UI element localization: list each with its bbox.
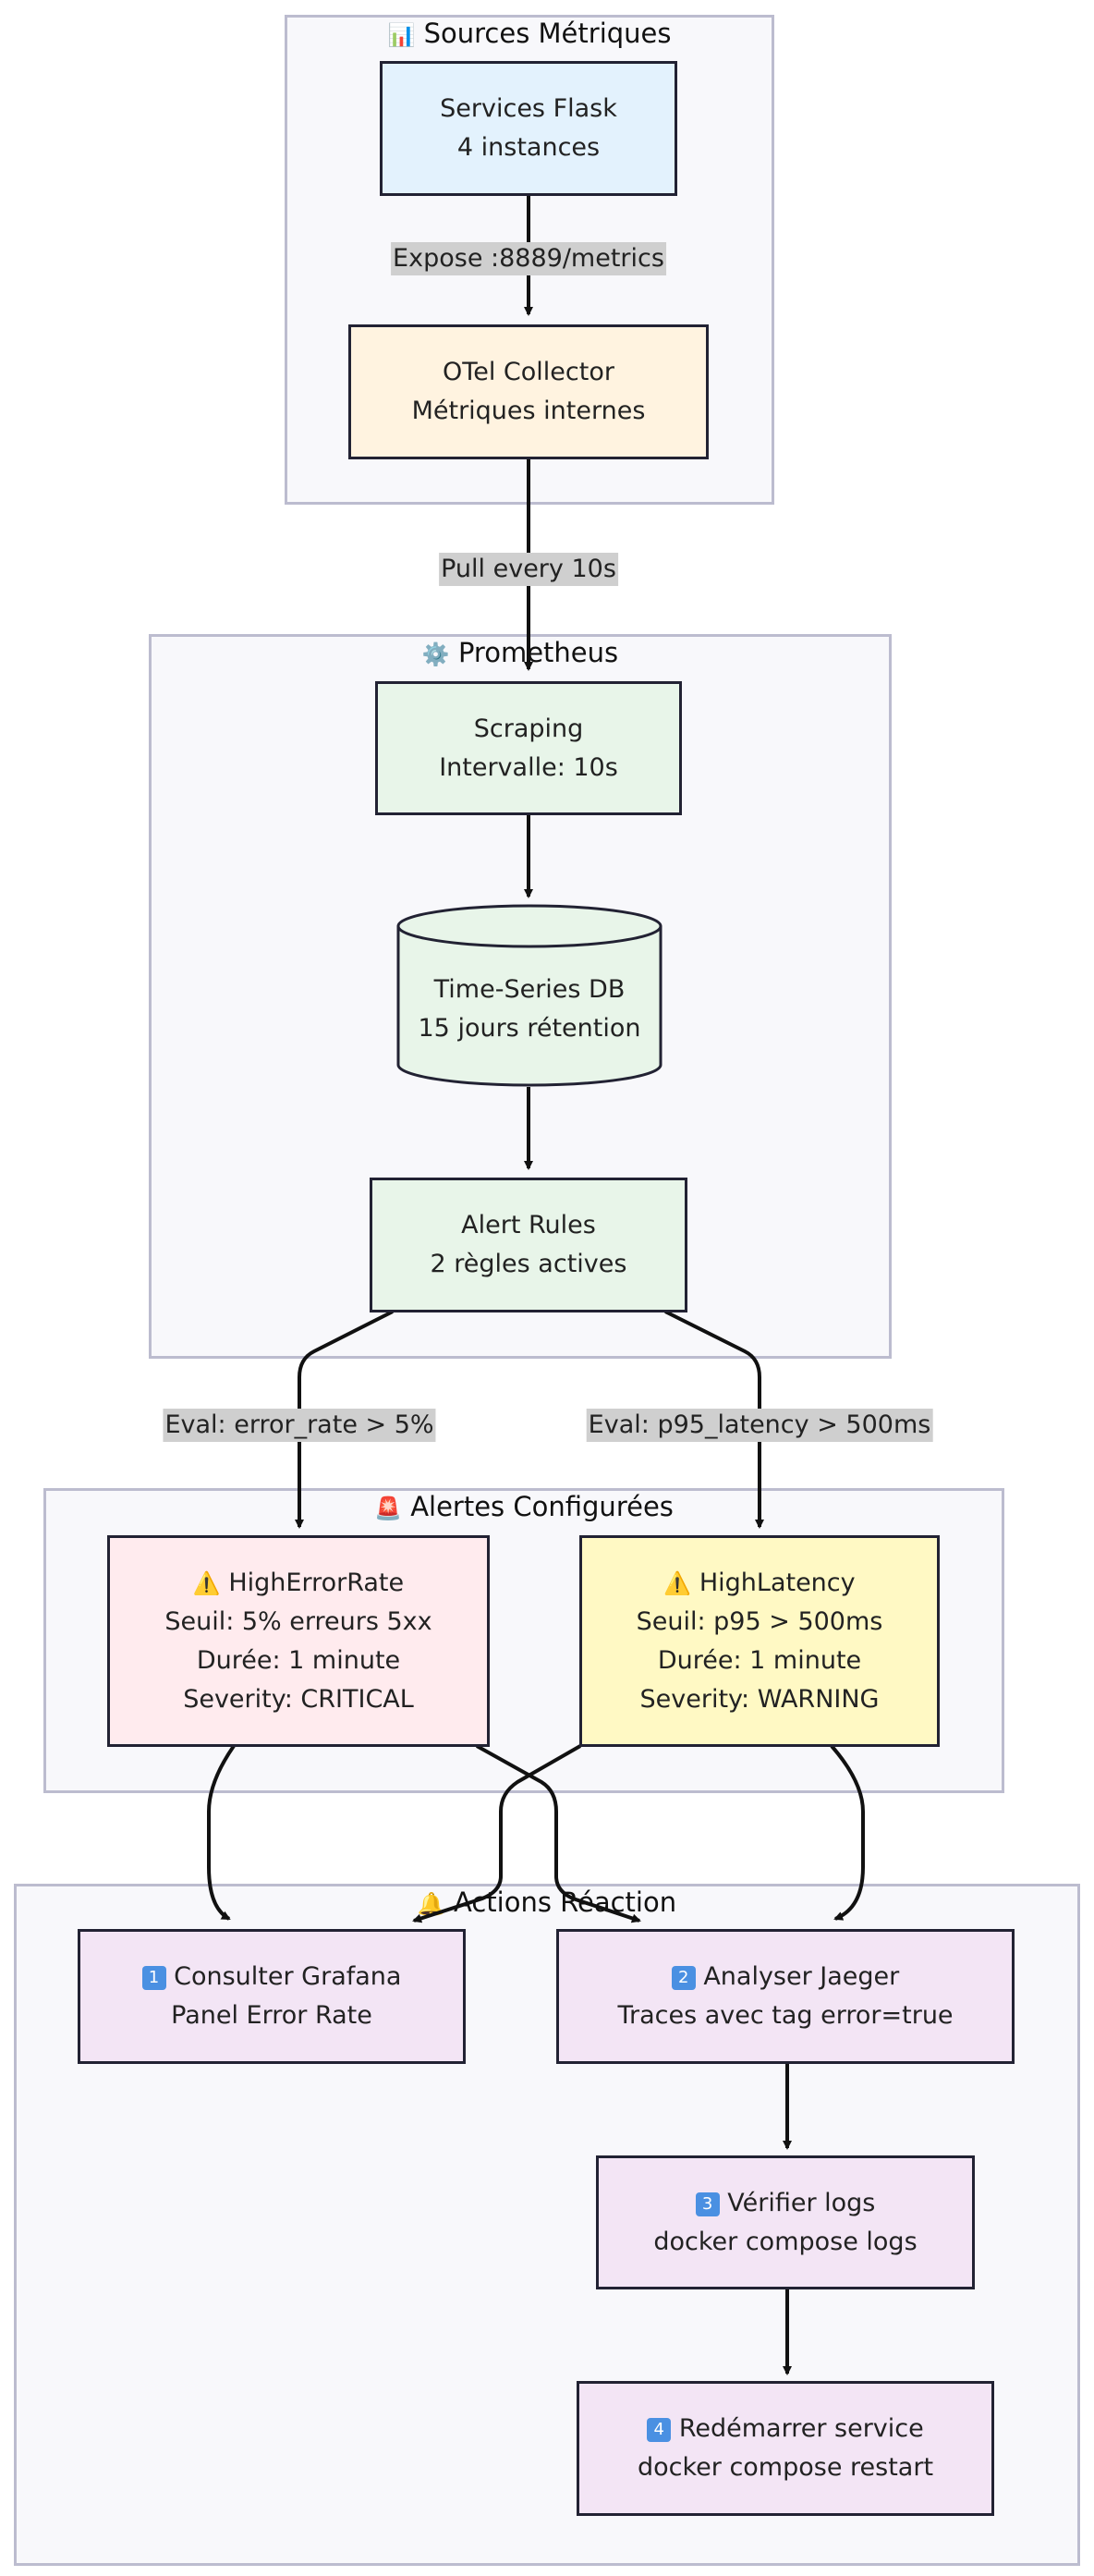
- edge-higherror-jaeger: [476, 1744, 641, 1923]
- node-flask-line2: 4 instances: [456, 133, 601, 162]
- cluster-prometheus-title: ⚙️ Prometheus: [152, 637, 889, 668]
- node-restart-title: 4 Redémarrer service: [647, 2410, 924, 2448]
- edge-higherror-grafana: [207, 1744, 236, 1921]
- edge-rules-higherror: [295, 1310, 394, 1529]
- node-verifier-logs[interactable]: 3 Vérifier logs docker compose logs: [596, 2155, 975, 2289]
- node-scraping-line2: Intervalle: 10s: [439, 752, 618, 782]
- node-high-latency[interactable]: ⚠️ HighLatency Seuil: p95 > 500ms Durée:…: [579, 1535, 940, 1747]
- node-redemarrer-service[interactable]: 4 Redémarrer service docker compose rest…: [577, 2381, 994, 2516]
- node-restart-line1: Redémarrer service: [678, 2414, 924, 2443]
- edge-label-pull: Pull every 10s: [439, 553, 618, 586]
- edge-label-expose: Expose :8889/metrics: [391, 242, 666, 275]
- siren-icon: 🚨: [374, 1496, 402, 1521]
- node-tsdb-line2: 15 jours rétention: [418, 1014, 641, 1043]
- node-higherror-title: ⚠️ HighErrorRate: [193, 1564, 404, 1603]
- cluster-sources-label: Sources Métriques: [423, 18, 672, 49]
- node-jaeger-line1: Analyser Jaeger: [703, 1962, 900, 1991]
- edge-label-eval-latency: Eval: p95_latency > 500ms: [586, 1409, 933, 1442]
- node-higherror-line2: Seuil: 5% erreurs 5xx: [164, 1606, 432, 1636]
- node-logs-title: 3 Vérifier logs: [695, 2184, 876, 2223]
- node-flask-services[interactable]: Services Flask 4 instances: [380, 61, 677, 196]
- warning-icon: ⚠️: [663, 1569, 692, 1596]
- node-otel-line1: OTel Collector: [443, 358, 614, 386]
- warning-icon: ⚠️: [192, 1569, 221, 1596]
- node-consulter-grafana[interactable]: 1 Consulter Grafana Panel Error Rate: [78, 1929, 466, 2064]
- node-higherror-line4: Severity: CRITICAL: [183, 1684, 414, 1714]
- node-analyser-jaeger[interactable]: 2 Analyser Jaeger Traces avec tag error=…: [556, 1929, 1015, 2064]
- bar-chart-icon: 📊: [387, 22, 416, 48]
- database-cylinder-icon: [396, 904, 662, 1087]
- node-logs-line1: Vérifier logs: [727, 2188, 876, 2217]
- node-highlatency-line3: Durée: 1 minute: [657, 1645, 862, 1675]
- keycap-1-icon: 1: [141, 1966, 166, 1990]
- node-highlatency-line2: Seuil: p95 > 500ms: [636, 1606, 883, 1636]
- cluster-prometheus-label: Prometheus: [457, 637, 619, 668]
- gear-icon: ⚙️: [421, 641, 450, 667]
- node-otel-collector[interactable]: OTel Collector Métriques internes: [348, 324, 709, 459]
- node-timeseries-db[interactable]: Time-Series DB 15 jours rétention: [395, 904, 663, 1089]
- node-highlatency-line4: Severity: WARNING: [639, 1684, 880, 1714]
- edge-highlatency-jaeger: [830, 1744, 865, 1921]
- node-otel-line2: Métriques internes: [411, 397, 646, 425]
- node-scraping-line1: Scraping: [473, 714, 584, 743]
- edge-rules-highlatency: [664, 1310, 764, 1529]
- cluster-alerts-label: Alertes Configurées: [410, 1491, 674, 1522]
- edge-label-eval-error: Eval: error_rate > 5%: [163, 1409, 436, 1442]
- node-higherror-line3: Durée: 1 minute: [196, 1645, 401, 1675]
- node-high-error-rate[interactable]: ⚠️ HighErrorRate Seuil: 5% erreurs 5xx D…: [107, 1535, 490, 1747]
- node-jaeger-line2: Traces avec tag error=true: [617, 2001, 954, 2030]
- node-highlatency-title: ⚠️ HighLatency: [663, 1564, 855, 1603]
- node-alert-rules[interactable]: Alert Rules 2 règles actives: [370, 1178, 687, 1312]
- node-restart-line2: docker compose restart: [637, 2453, 934, 2482]
- node-rules-line2: 2 règles actives: [430, 1250, 627, 1278]
- node-higherror-line1: HighErrorRate: [228, 1568, 405, 1597]
- node-scraping[interactable]: Scraping Intervalle: 10s: [375, 681, 682, 815]
- keycap-3-icon: 3: [695, 2191, 720, 2216]
- keycap-4-icon: 4: [647, 2418, 672, 2442]
- node-jaeger-title: 2 Analyser Jaeger: [671, 1958, 900, 1996]
- cluster-alerts-title: 🚨 Alertes Configurées: [46, 1491, 1002, 1522]
- node-highlatency-line1: HighLatency: [699, 1568, 856, 1597]
- node-flask-line1: Services Flask: [440, 94, 617, 123]
- edge-highlatency-grafana: [412, 1744, 581, 1923]
- node-rules-line1: Alert Rules: [461, 1211, 596, 1239]
- node-logs-line2: docker compose logs: [653, 2227, 918, 2256]
- node-grafana-line1: Consulter Grafana: [174, 1962, 402, 1991]
- keycap-2-icon: 2: [671, 1966, 696, 1990]
- node-grafana-title: 1 Consulter Grafana: [141, 1958, 402, 1996]
- node-tsdb-line1: Time-Series DB: [433, 975, 626, 1004]
- node-grafana-line2: Panel Error Rate: [171, 2001, 372, 2030]
- cluster-sources-title: 📊 Sources Métriques: [287, 18, 772, 49]
